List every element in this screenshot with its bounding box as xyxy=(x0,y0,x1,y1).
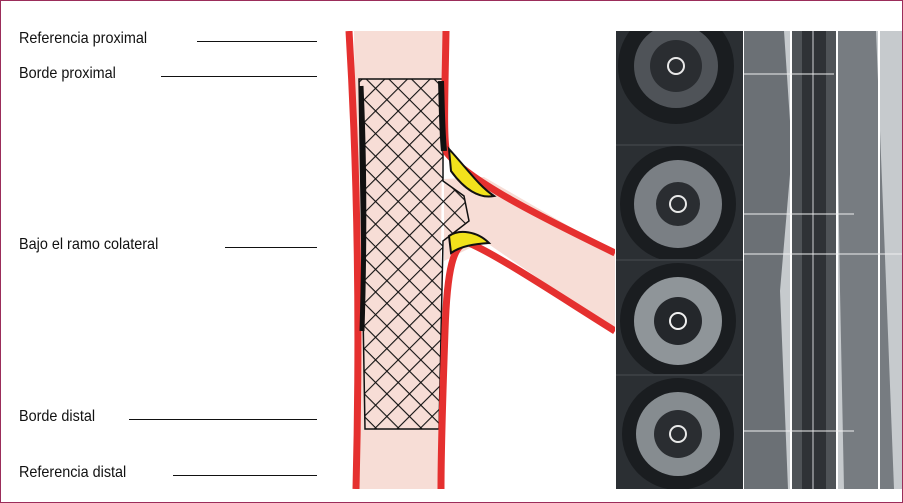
ivus-longitudinal-icon xyxy=(744,31,902,489)
label-proximal-reference: Referencia proximal xyxy=(19,30,147,48)
leader-proximal-reference xyxy=(197,41,317,42)
ivus-cross-section-icon xyxy=(616,31,743,144)
vessel-stent-diagram xyxy=(319,31,615,489)
leader-distal-reference xyxy=(173,475,317,476)
ivus-frame-proximal-edge xyxy=(616,146,743,259)
ivus-frame-side-branch xyxy=(616,261,743,374)
ivus-longitudinal-view xyxy=(744,31,902,489)
side-branch-lumen xyxy=(444,177,615,331)
leader-side-branch xyxy=(225,247,317,248)
label-distal-edge: Borde distal xyxy=(19,408,95,426)
label-distal-reference: Referencia distal xyxy=(19,464,126,482)
ivus-frame-distal xyxy=(616,376,743,489)
ivus-frame-proximal xyxy=(616,31,743,144)
leader-distal-edge xyxy=(129,419,317,420)
stent-mesh-icon xyxy=(319,31,615,489)
ivus-cross-section-icon xyxy=(616,261,743,374)
label-proximal-edge: Borde proximal xyxy=(19,65,116,83)
ivus-cross-section-icon xyxy=(616,376,743,489)
leader-proximal-edge xyxy=(161,76,317,77)
ivus-cross-section-icon xyxy=(616,146,743,259)
label-side-branch: Bajo el ramo colateral xyxy=(19,236,158,254)
ivus-cross-section-column xyxy=(616,31,743,489)
